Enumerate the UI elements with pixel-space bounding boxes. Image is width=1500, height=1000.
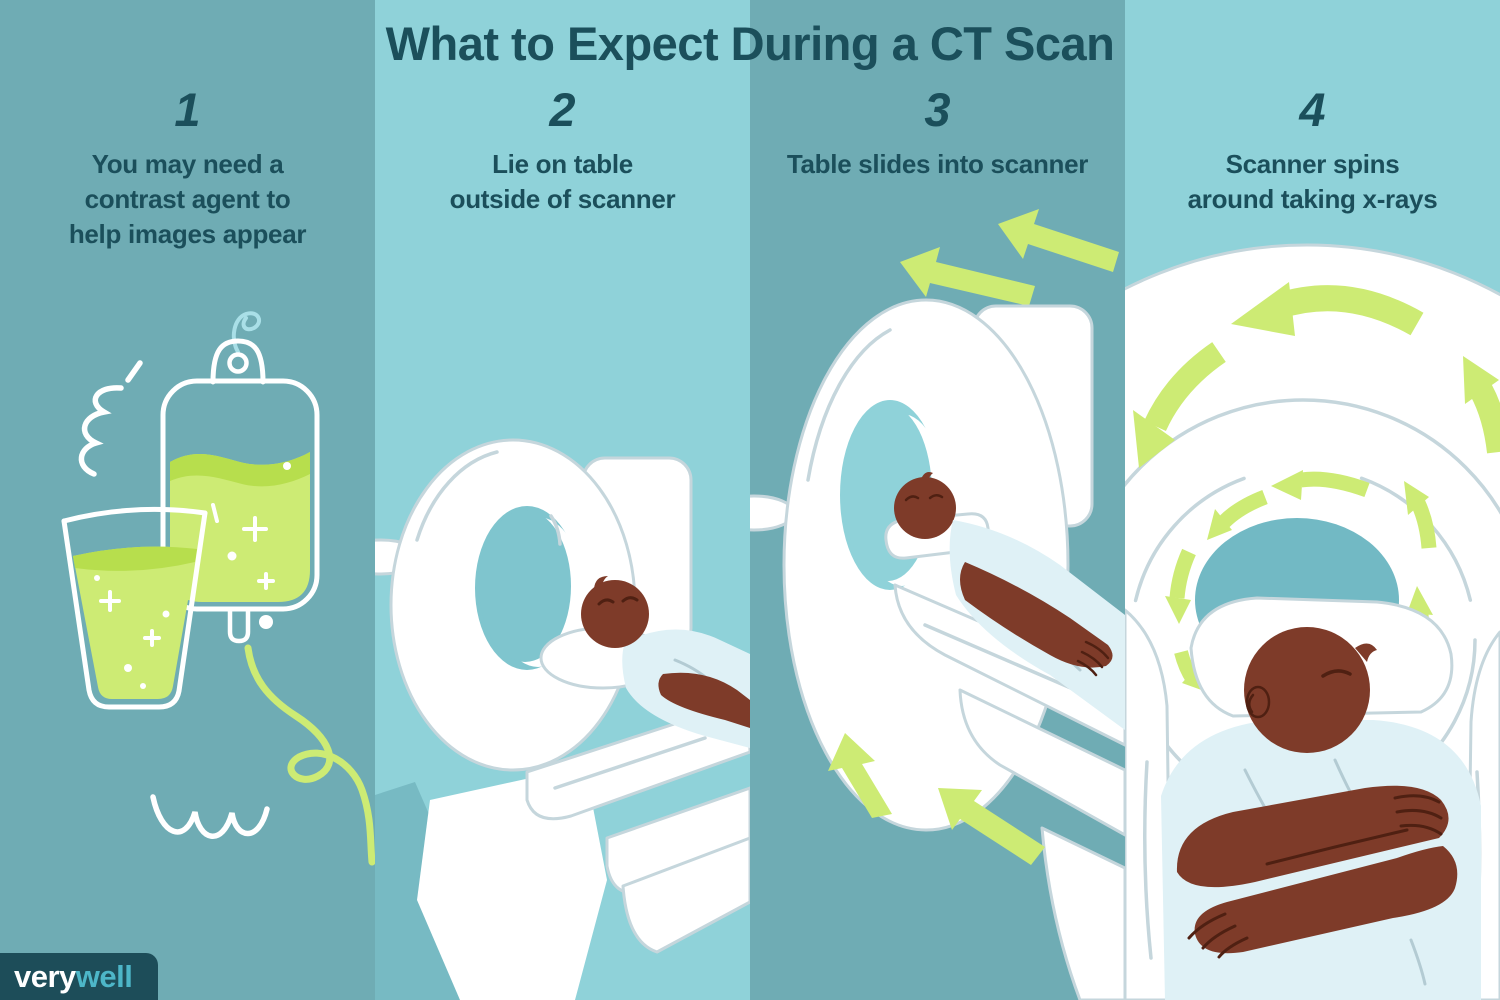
glass-sparkles [94, 575, 170, 689]
glass-of-contrast-icon [61, 506, 208, 710]
slide-arrows-top-icon [900, 209, 1119, 306]
closed-eyes [597, 596, 639, 606]
ct-scanner-ring-icon [389, 438, 637, 1000]
step-number-1: 1 [174, 83, 201, 136]
step-number-2: 2 [549, 83, 576, 136]
step-caption-1: You may need a contrast agent to help im… [68, 149, 307, 250]
iv-contrast-bag-and-glass-illustration [61, 311, 375, 866]
step-panel-4: 4 Scanner spins around taking x-rays [1125, 0, 1500, 1000]
patient-in-scanner [884, 472, 1125, 730]
page-title: What to Expect During a CT Scan [385, 17, 1115, 70]
hand-fingers-right [1393, 794, 1443, 836]
nose [1355, 643, 1377, 662]
step-caption-2: Lie on table outside of scanner [449, 149, 676, 215]
patient-arm [960, 562, 1113, 668]
step-caption-3: Table slides into scanner [786, 149, 1089, 179]
verywell-logo-well: well [75, 958, 133, 994]
iv-bag-icon [160, 311, 320, 644]
hand-fingers-left [1187, 912, 1249, 959]
patient-outside-scanner-illustration [375, 438, 750, 1000]
patient-inside-scanner [1161, 596, 1481, 1000]
crossed-arm-lower [1194, 846, 1458, 954]
slide-arrows-bottom-icon [828, 733, 1045, 865]
iv-tube-icon [244, 644, 375, 866]
crossed-arm-upper [1176, 785, 1449, 888]
patient-arm [658, 672, 750, 728]
step-number-3: 3 [924, 83, 951, 136]
ct-scanner-ring-icon [782, 298, 1070, 832]
bag-sparkles [211, 462, 291, 590]
step-caption-4: Scanner spins around taking x-rays [1187, 149, 1438, 215]
patient-on-table [539, 576, 750, 748]
step-panel-2: 2 Lie on table outside of scanner [375, 0, 750, 1000]
patient-head [894, 477, 956, 539]
step-number-4: 4 [1299, 83, 1326, 136]
closed-eyes [904, 494, 944, 502]
verywell-logo-very: very [14, 958, 76, 994]
hand-fingers [1076, 640, 1110, 677]
table-sliding-into-scanner-illustration [750, 209, 1125, 1000]
step-panel-1: 1 You may need a contrast agent to help … [0, 0, 375, 1000]
closed-eye [1321, 669, 1352, 678]
step-panel-3: 3 Table slides into scanner [750, 0, 1125, 1000]
rotation-arrows-outer-icon [1133, 282, 1500, 468]
patient-head [1244, 627, 1370, 753]
scanner-table-icon [893, 583, 1125, 1000]
spinning-scanner-illustration [1125, 243, 1500, 1000]
patient-head [581, 580, 649, 648]
sparkle-squiggle-bottom-icon [150, 794, 270, 839]
sparkle-squiggle-left-icon [78, 360, 143, 477]
